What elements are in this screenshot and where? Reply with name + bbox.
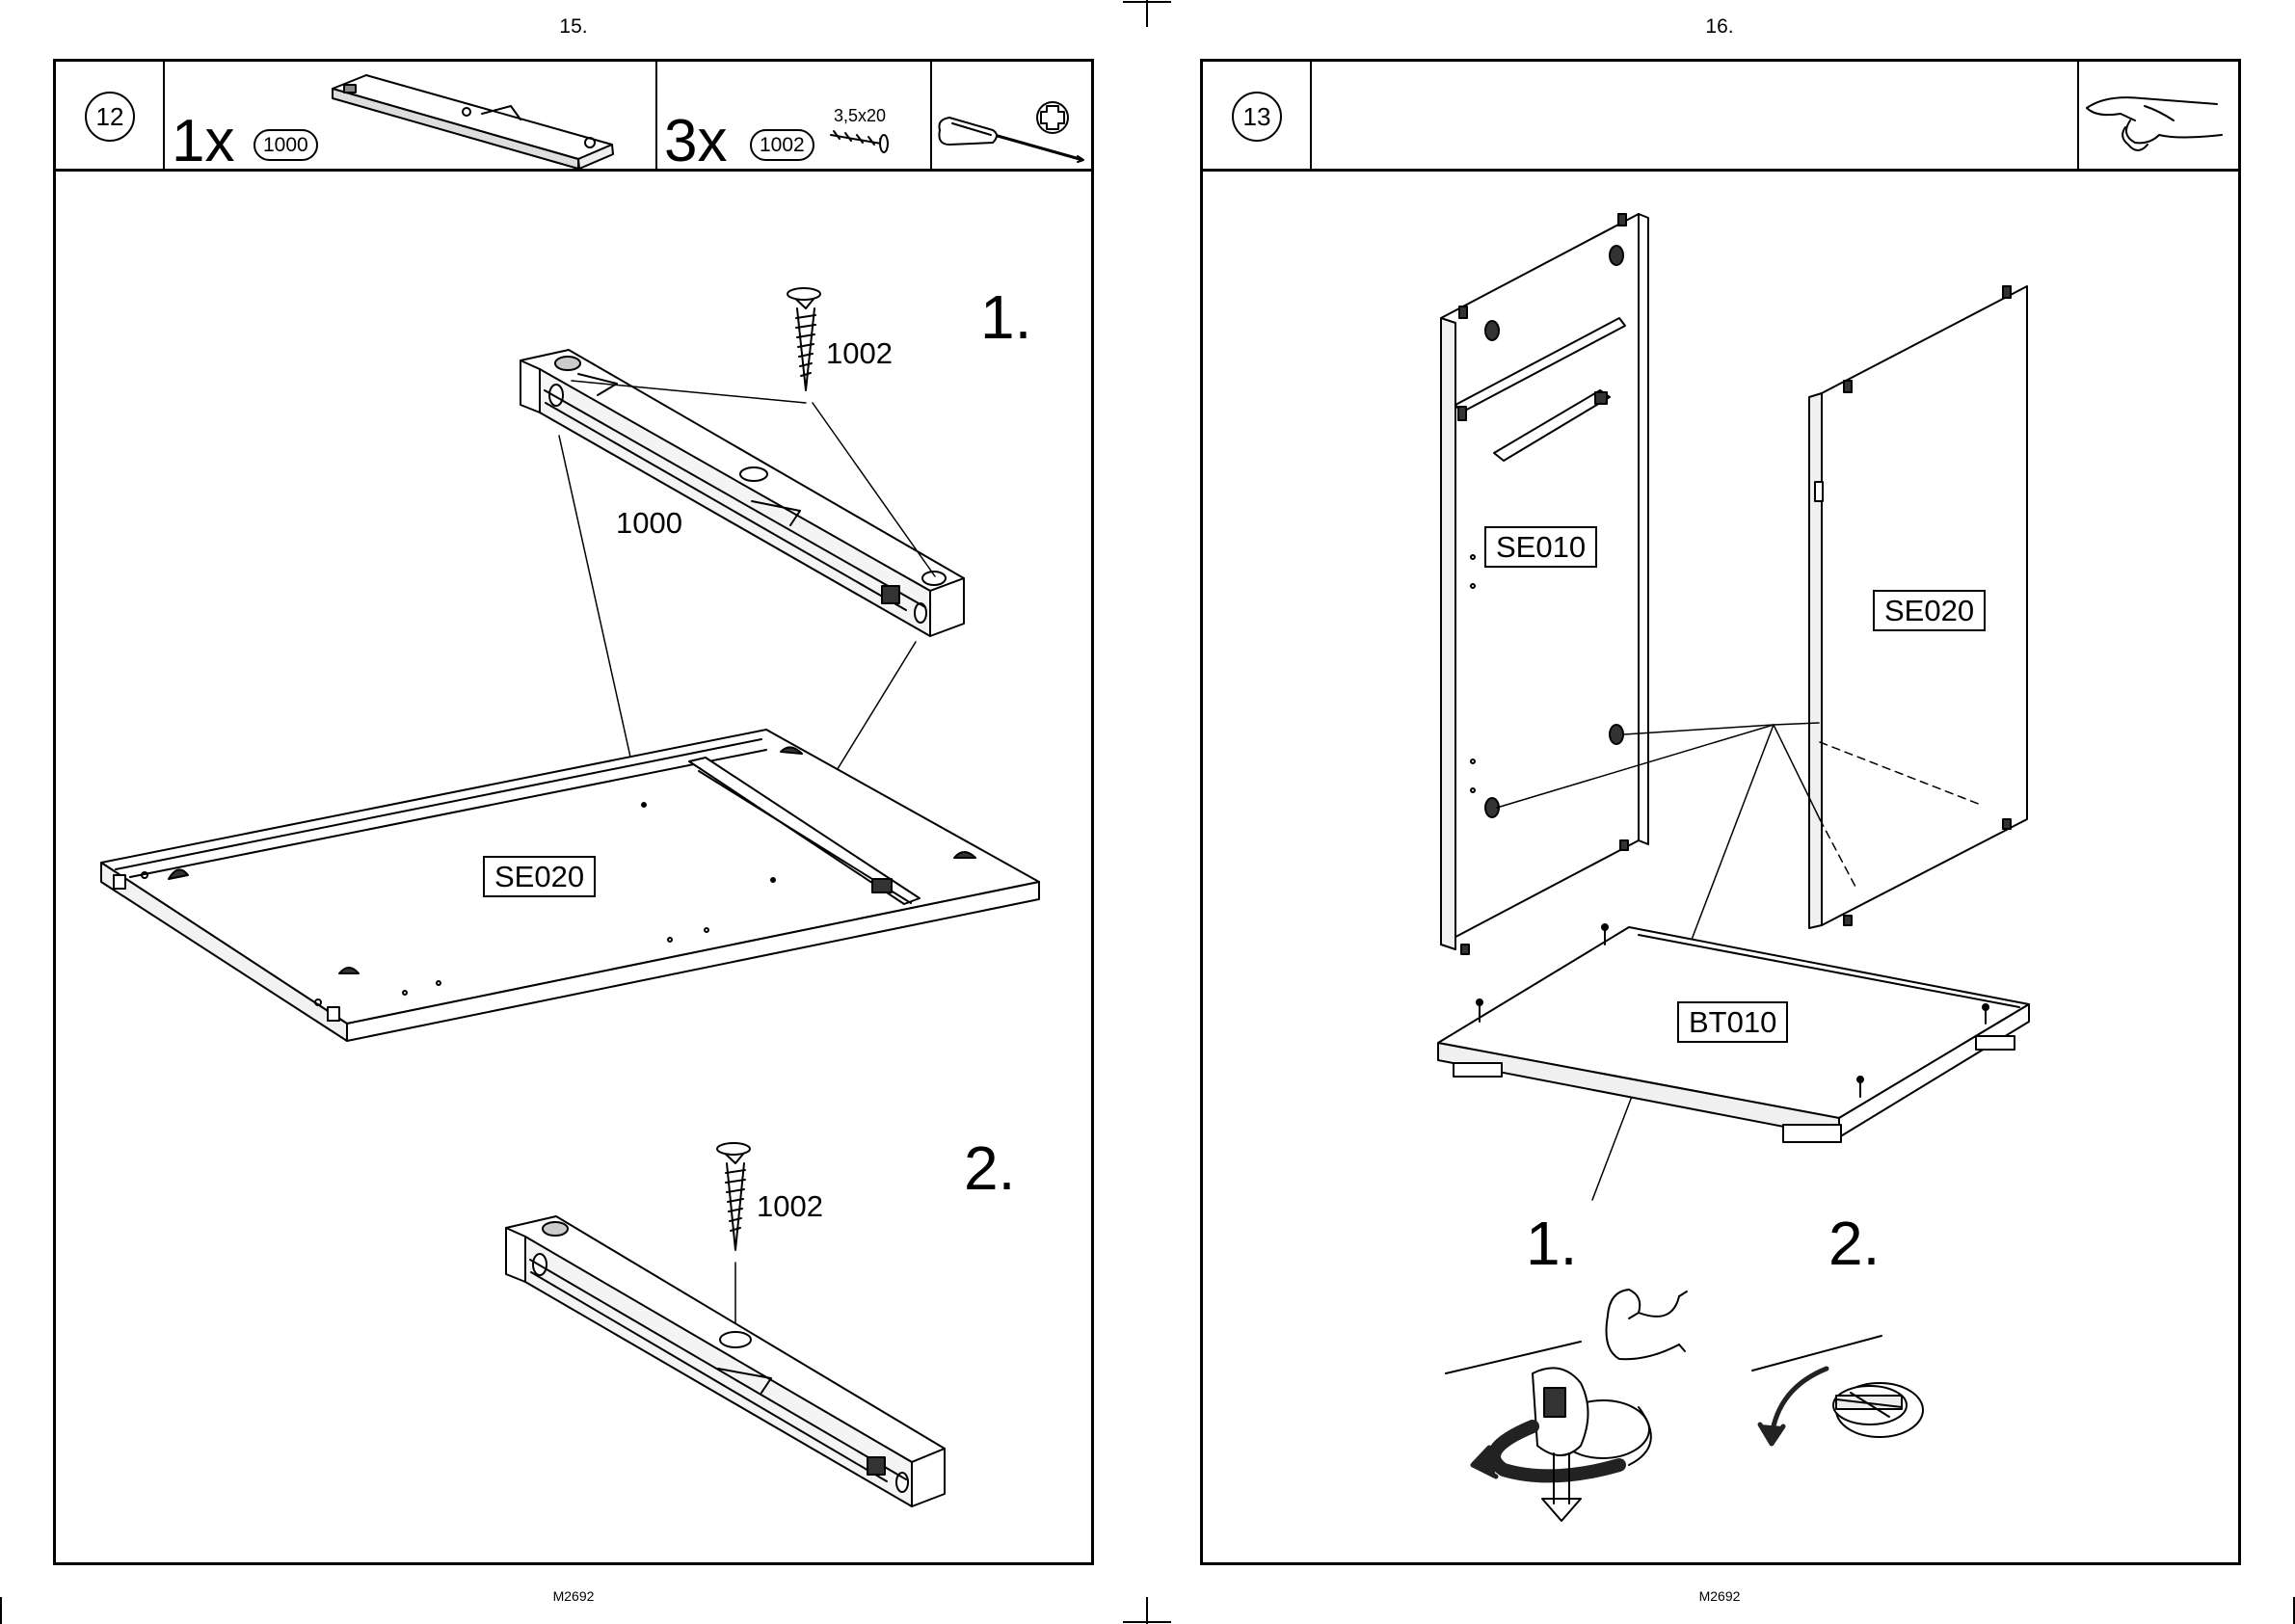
- drawer-rail-upper: [520, 350, 964, 636]
- phillips-head-icon: [1037, 102, 1068, 133]
- panel-label: SE020: [1873, 590, 1986, 631]
- rail-part-icon: [333, 75, 613, 169]
- panel-label: BT010: [1677, 1001, 1788, 1043]
- side-panel-se010: [1441, 214, 1648, 954]
- cam-lock-locked-icon: [1752, 1336, 1923, 1444]
- screw-icon: [831, 131, 888, 152]
- flexed-arm-icon: [1607, 1290, 1688, 1359]
- pointing-hand-icon: [2087, 97, 2222, 150]
- screw-1002-lower: [717, 1143, 750, 1330]
- panel-label: SE020: [483, 856, 596, 897]
- screw-1002-upper: [787, 288, 820, 390]
- panel-label: SE010: [1484, 526, 1597, 568]
- cam-lock-tighten-icon: [1446, 1342, 1651, 1521]
- drawer-rail-lower: [506, 1216, 945, 1506]
